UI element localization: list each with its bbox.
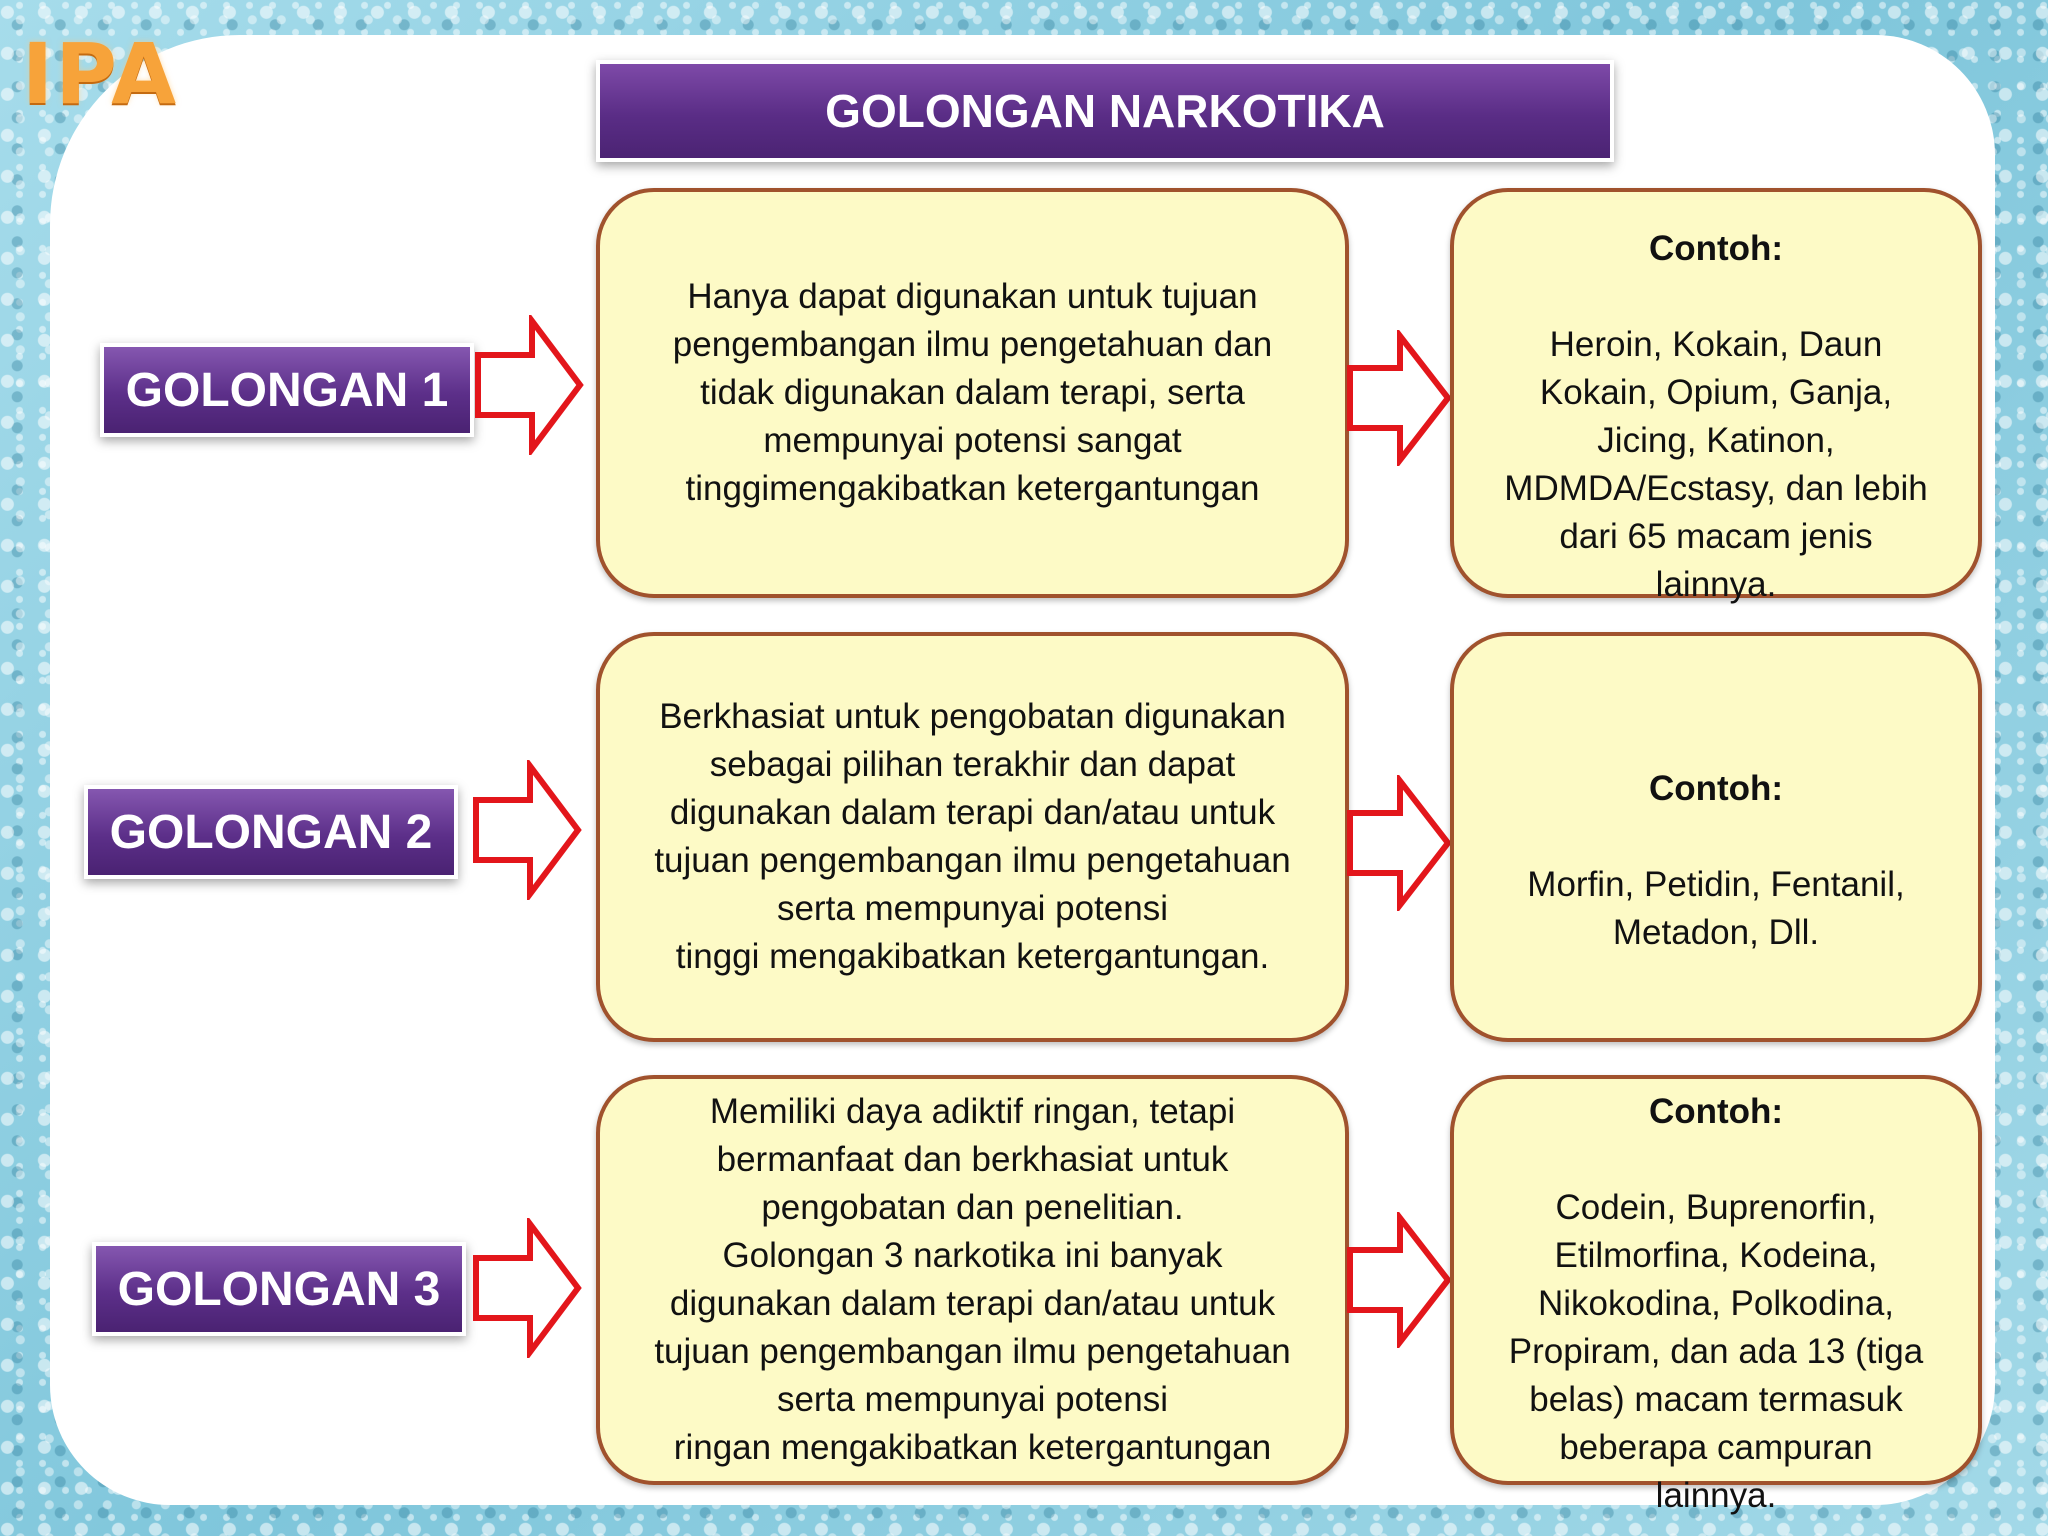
description-box-2: Berkhasiat untuk pengobatan digunakan se… [596, 632, 1349, 1042]
example-text-1: Heroin, Kokain, Daun Kokain, Opium, Ganj… [1504, 325, 1928, 604]
example-heading-1: Contoh: [1648, 229, 1784, 268]
group-label-3: GOLONGAN 3 [92, 1242, 466, 1336]
right-arrow-icon [473, 1218, 582, 1358]
description-text-1: Hanya dapat digunakan untuk tujuan penge… [672, 277, 1273, 508]
example-text-3: Codein, Buprenorfin, Etilmorfina, Kodein… [1508, 1188, 1924, 1515]
description-box-3: Memiliki daya adiktif ringan, tetapi ber… [596, 1075, 1349, 1485]
right-arrow-icon [1347, 1212, 1452, 1348]
right-arrow-icon [473, 760, 582, 900]
right-arrow-icon [1347, 330, 1452, 466]
group-label-1: GOLONGAN 1 [100, 343, 474, 437]
description-box-1: Hanya dapat digunakan untuk tujuan penge… [596, 188, 1349, 598]
example-text-2: Morfin, Petidin, Fentanil, Metadon, Dll. [1527, 865, 1905, 952]
ipa-logo: IPA [22, 25, 179, 123]
right-arrow-icon [475, 315, 584, 455]
example-heading-3: Contoh: [1648, 1092, 1784, 1131]
example-box-3: Contoh: Codein, Buprenorfin, Etilmorfina… [1450, 1075, 1982, 1515]
group-label-2: GOLONGAN 2 [84, 785, 458, 879]
description-text-3: Memiliki daya adiktif ringan, tetapi ber… [654, 1092, 1291, 1467]
example-box-1: Contoh: Heroin, Kokain, Daun Kokain, Opi… [1450, 188, 1982, 604]
example-heading-2: Contoh: [1648, 769, 1784, 808]
page-title: GOLONGAN NARKOTIKA [596, 60, 1614, 162]
right-arrow-icon [1347, 775, 1452, 911]
example-box-2: Contoh: Morfin, Petidin, Fentanil, Metad… [1450, 632, 1982, 1042]
description-text-2: Berkhasiat untuk pengobatan digunakan se… [654, 697, 1291, 976]
